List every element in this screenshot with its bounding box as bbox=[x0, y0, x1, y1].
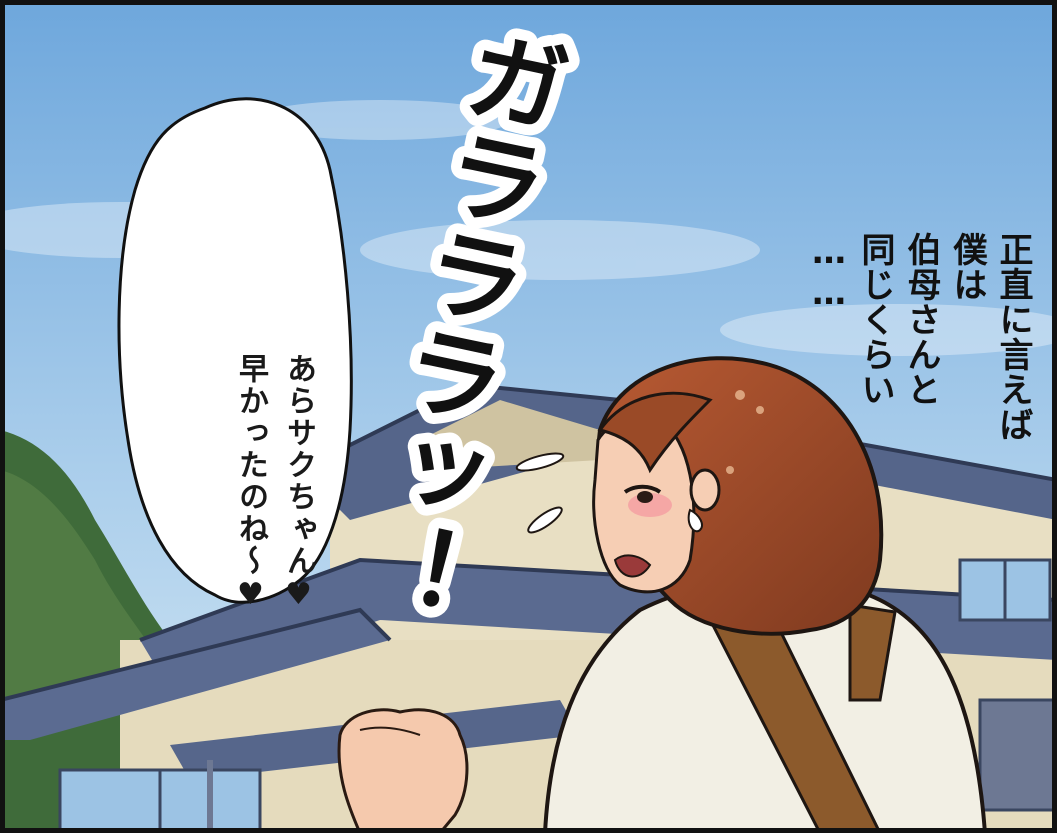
woman-character bbox=[542, 356, 988, 833]
narration-line-2: 僕は bbox=[947, 232, 987, 302]
speech-line-1: あらサクちゃん♥ bbox=[281, 353, 316, 614]
motion-marks bbox=[515, 452, 565, 534]
speech-bubble bbox=[117, 97, 353, 604]
hand bbox=[337, 708, 469, 833]
narration-line-3: 伯母さんと bbox=[901, 232, 941, 407]
narration-line-4: 同じくらい bbox=[855, 232, 895, 407]
narration-line-5: …… bbox=[809, 232, 849, 314]
narration-text: 正直に言えば 僕は 伯母さんと 同じくらい …… bbox=[760, 68, 1057, 442]
narration-line-1: 正直に言えば bbox=[993, 232, 1033, 442]
speech-line-2: 早かったのね〜♥ bbox=[233, 353, 268, 614]
speech-bubble-text: あらサクちゃん♥ 早かったのね〜♥ bbox=[178, 205, 370, 614]
